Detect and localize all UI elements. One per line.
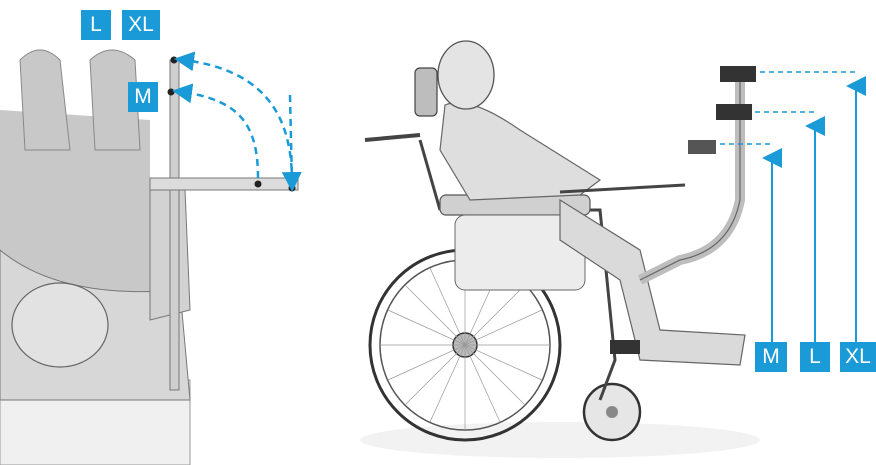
rotation-arrow-m bbox=[182, 92, 258, 178]
size-badge-xl: XL bbox=[122, 10, 160, 40]
size-badge-l: L bbox=[81, 10, 111, 40]
size-badge-l: L bbox=[800, 342, 830, 372]
size-badge-m: M bbox=[755, 342, 787, 372]
rotation-arrow-xl-end bbox=[290, 95, 292, 182]
size-badge-m: M bbox=[128, 82, 158, 112]
top-view-illustration bbox=[0, 50, 298, 465]
size-badge-xl: XL bbox=[840, 342, 876, 372]
rotation-arrow-xl bbox=[184, 60, 292, 182]
side-view-illustration bbox=[360, 41, 760, 458]
